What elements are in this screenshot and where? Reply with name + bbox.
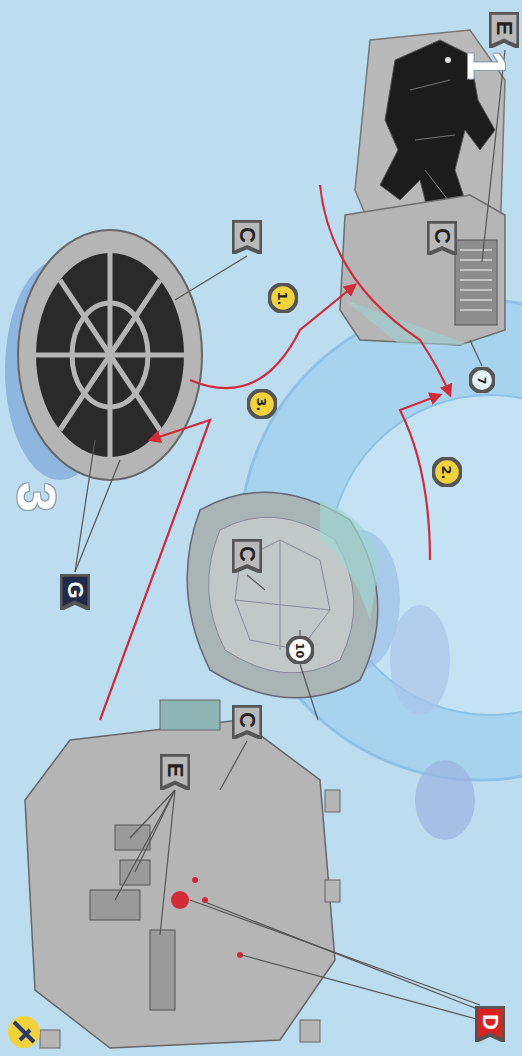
- node-text: E: [493, 21, 515, 36]
- node-text: 10: [295, 642, 306, 657]
- node-text: 3.: [255, 397, 268, 411]
- node-text: 2.: [440, 465, 453, 479]
- node-text: C: [431, 228, 453, 244]
- step-number: 1.: [268, 283, 298, 313]
- node-text: E: [164, 763, 186, 778]
- part-number: 3: [10, 482, 64, 512]
- node-text: C: [236, 546, 258, 562]
- part-flag: C: [232, 539, 262, 573]
- step-number: 2.: [432, 457, 462, 487]
- part-flag: D: [475, 1006, 505, 1042]
- node-text: C: [236, 712, 258, 728]
- part-flag: E: [489, 12, 519, 48]
- node-text: C: [236, 227, 258, 243]
- part-flag: G: [60, 574, 90, 610]
- node-text: D: [479, 1014, 501, 1030]
- part-flag: C: [232, 705, 262, 739]
- part-number: 1: [460, 50, 514, 80]
- callout-number: 7: [469, 367, 495, 393]
- node-text: 1.: [276, 291, 289, 305]
- part-flag: C: [232, 220, 262, 254]
- node-text: 7: [477, 376, 488, 384]
- callout-number: 10: [286, 636, 314, 664]
- part-flag: C: [427, 221, 457, 255]
- step-number: 3.: [247, 389, 277, 419]
- part-flag: E: [160, 754, 190, 790]
- node-text: G: [64, 581, 86, 598]
